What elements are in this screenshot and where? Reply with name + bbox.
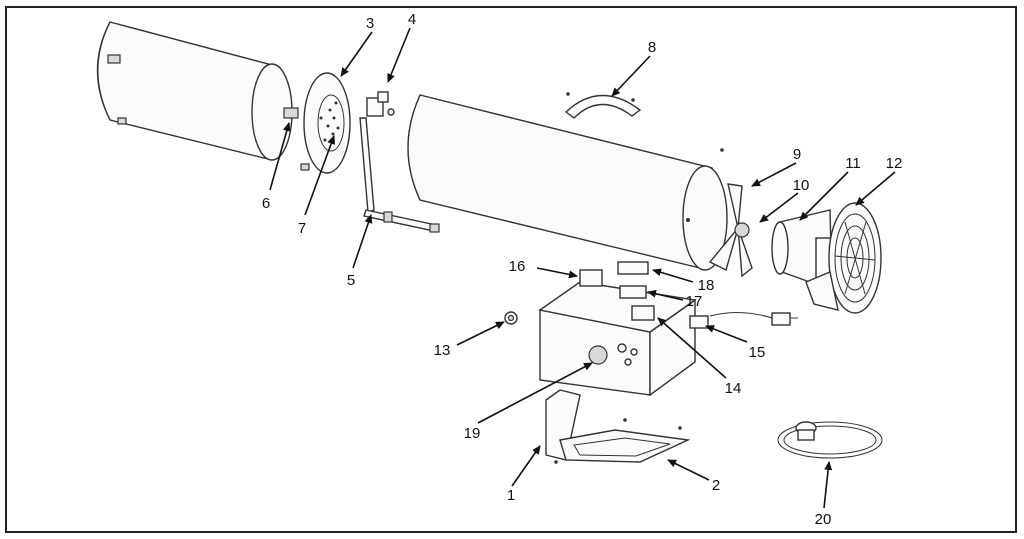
callout-14: 14 [725, 380, 742, 397]
gas-tube-assembly [359, 91, 440, 233]
callout-4: 4 [408, 11, 416, 28]
fan-blade [708, 183, 753, 278]
callout-1: 1 [507, 487, 515, 504]
callout-8: 8 [648, 39, 656, 56]
callout-3: 3 [366, 15, 374, 32]
base-frame [545, 389, 691, 464]
power-cord [689, 312, 798, 329]
fan-guard [805, 202, 882, 314]
callout-2: 2 [712, 477, 720, 494]
leader-arrows [269, 27, 896, 509]
callout-labels: 3 4 8 6 7 5 9 10 11 12 16 18 17 13 14 15… [262, 11, 903, 528]
callout-5: 5 [347, 272, 355, 289]
callout-7: 7 [298, 220, 306, 237]
regulator-hose [777, 421, 883, 459]
callout-6: 6 [262, 195, 270, 212]
callout-17: 17 [686, 293, 703, 310]
burner-disk [300, 72, 351, 174]
callout-9: 9 [793, 146, 801, 163]
small-components [579, 261, 655, 321]
rear-cylinder [96, 21, 299, 161]
callout-19: 19 [464, 425, 481, 442]
handle [564, 92, 724, 152]
callout-15: 15 [749, 344, 766, 361]
control-knob [504, 311, 518, 325]
callout-11: 11 [845, 155, 861, 172]
callout-20: 20 [815, 511, 832, 528]
callout-16: 16 [509, 258, 526, 275]
callout-10: 10 [793, 177, 810, 194]
main-cylinder [407, 94, 728, 271]
callout-13: 13 [434, 342, 451, 359]
callout-12: 12 [886, 155, 903, 172]
callout-18: 18 [698, 277, 715, 294]
